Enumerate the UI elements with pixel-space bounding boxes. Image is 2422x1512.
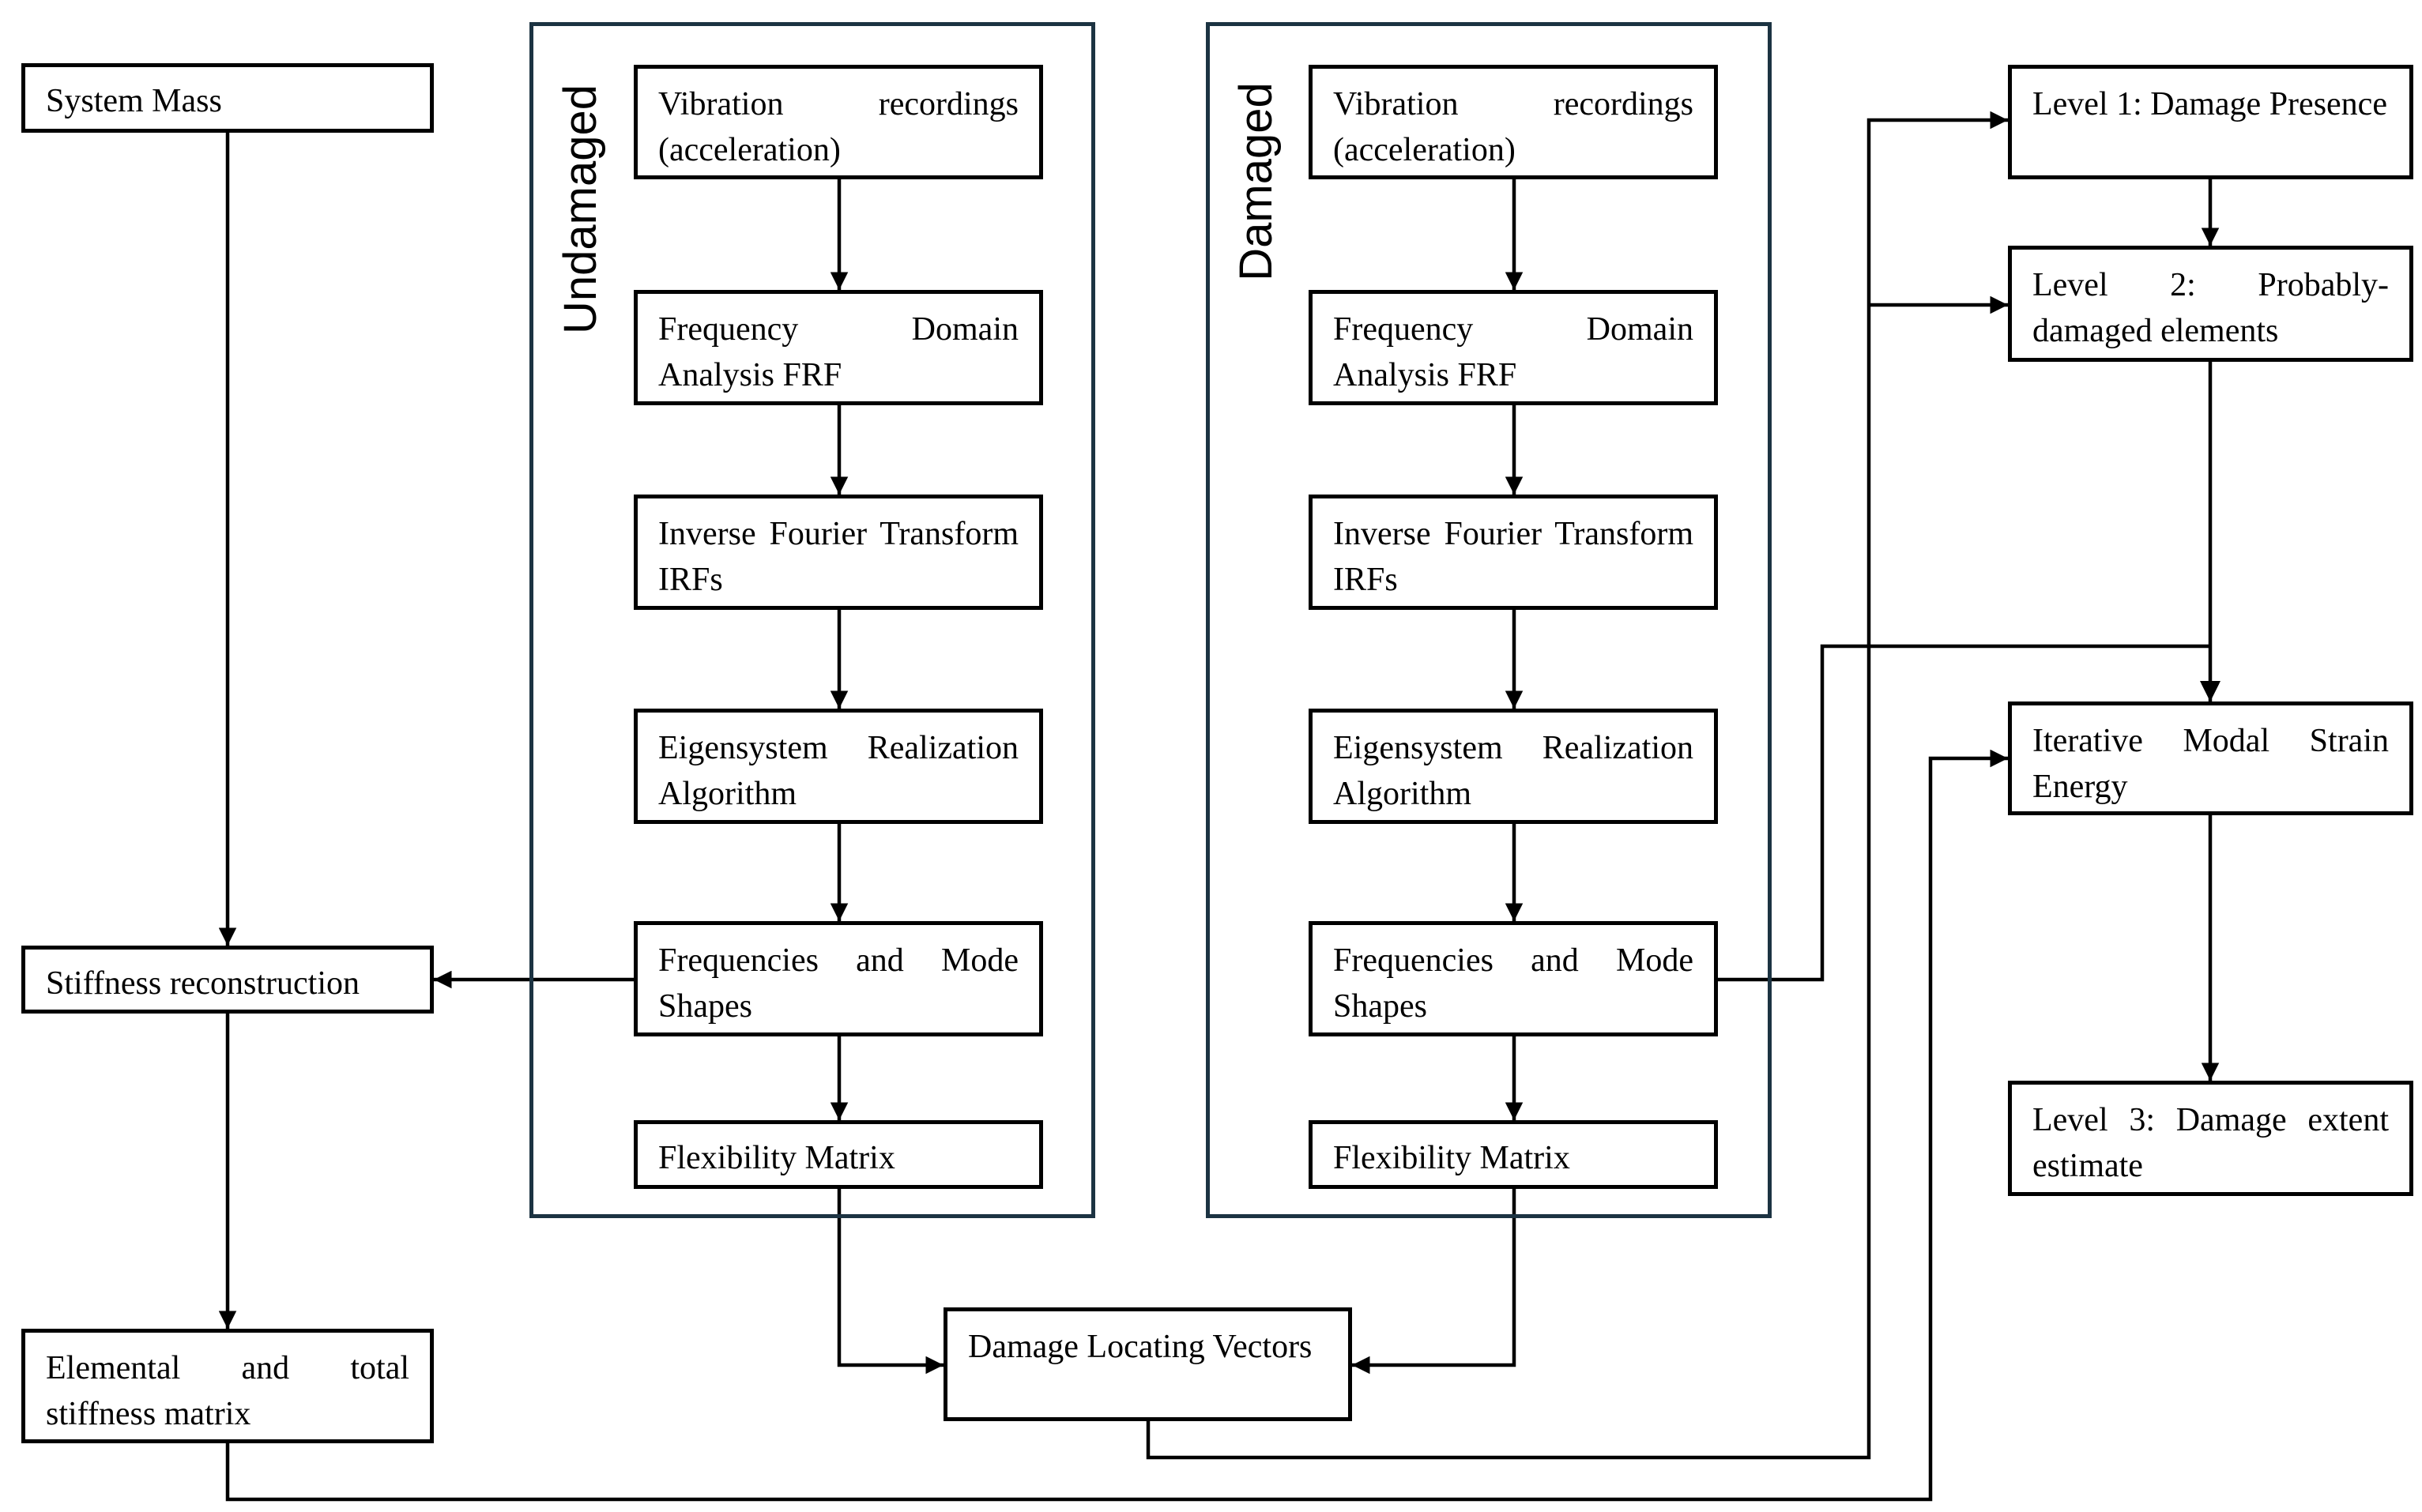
damaged-irf-box: Inverse Fourier Transform IRFs [1309,495,1718,610]
damaged-modes-box: Frequencies and Mode Shapes [1309,921,1718,1036]
damage-locating-vectors-box: Damage Locating Vectors [944,1307,1352,1421]
iterative-modal-strain-energy-box: Iterative Modal Strain Energy [2008,701,2413,815]
level1-damage-presence-box: Level 1: Damage Presence [2008,65,2413,179]
undamaged-frf-box: Frequency Domain Analysis FRF [634,290,1043,405]
damaged-group-label: Damaged [1230,82,1282,281]
level2-probably-damaged-box: Level 2: Probably-damaged elements [2008,246,2413,362]
undamaged-group [529,22,1095,1218]
damaged-group [1206,22,1772,1218]
undamaged-flexibility-box: Flexibility Matrix [634,1120,1043,1189]
damaged-frf-box: Frequency Domain Analysis FRF [1309,290,1718,405]
undamaged-group-label: Undamaged [555,85,606,334]
arrow-elemental-to-imse [225,749,2008,1502]
undamaged-era-box: Eigensystem Realization Algorithm [634,709,1043,824]
damaged-flexibility-box: Flexibility Matrix [1309,1120,1718,1189]
damaged-era-box: Eigensystem Realization Algorithm [1309,709,1718,824]
damaged-vibration-box: Vibration recordings (acceleration) [1309,65,1718,179]
arrow-u-flex-to-dlv [837,1189,944,1375]
stiffness-reconstruction-box: Stiffness reconstruction [21,946,434,1014]
undamaged-vibration-box: Vibration recordings (acceleration) [634,65,1043,179]
undamaged-irf-box: Inverse Fourier Transform IRFs [634,495,1043,610]
arrow-dlv-to-level1 [1146,111,2008,1460]
system-mass-box: System Mass [21,63,434,133]
level3-damage-extent-box: Level 3: Damage extent estimate [2008,1081,2413,1196]
arrow-d-flex-to-dlv [1352,1189,1516,1375]
undamaged-modes-box: Frequencies and Mode Shapes [634,921,1043,1036]
elemental-stiffness-box: Elemental and total stiffness matrix [21,1329,434,1443]
